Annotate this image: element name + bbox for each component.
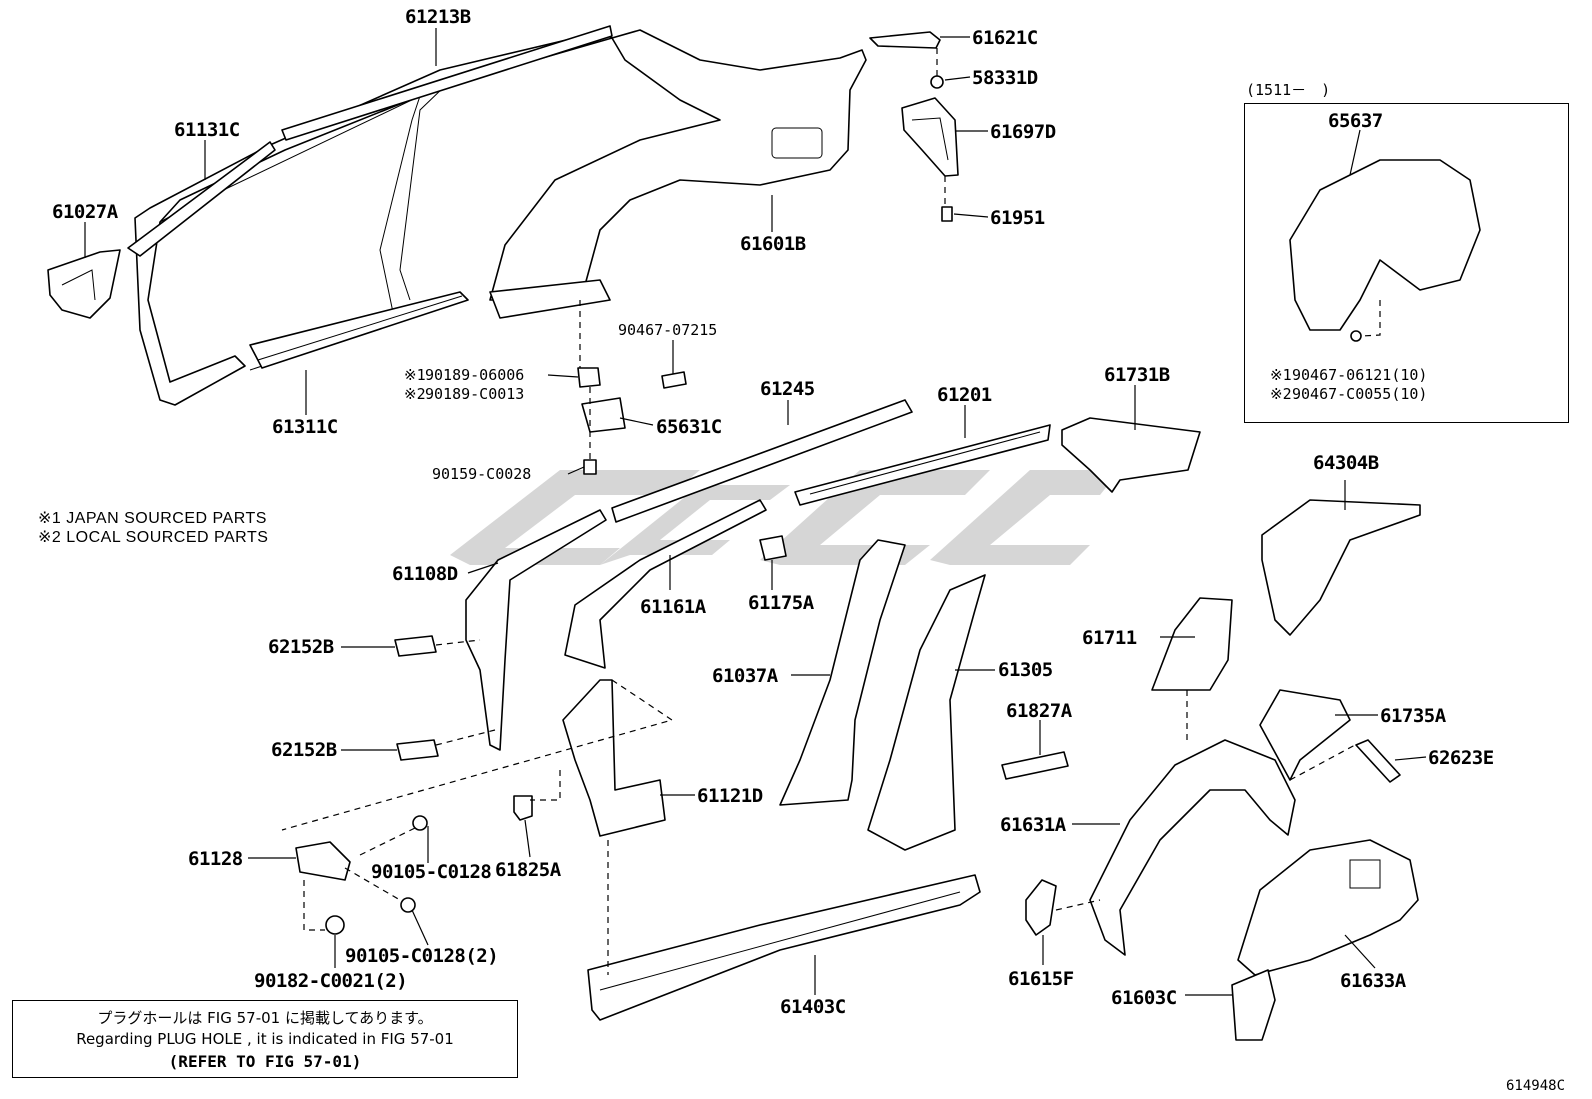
label-61121D: 61121D: [697, 785, 763, 807]
label-65631C: 65631C: [656, 416, 722, 438]
part-61245: [611, 399, 913, 523]
label-90189-06006: 90189-06006: [425, 366, 525, 384]
part-61603C: [1231, 969, 1276, 1041]
label-90467-C0055: 90467-C0055(10): [1292, 385, 1428, 403]
figure-id: 614948C: [1506, 1078, 1566, 1094]
label-61633A: 61633A: [1340, 970, 1406, 992]
leader-lines: [84, 28, 1427, 996]
part-90467-07215: [661, 371, 687, 389]
label-61311C: 61311C: [272, 416, 338, 438]
part-58331D: [930, 75, 944, 89]
part-65637: [1289, 159, 1481, 331]
part-90159-C0028: [583, 459, 597, 475]
label-90467-06121: 90467-06121(10): [1292, 366, 1428, 384]
part-62152B-upper: [394, 635, 437, 657]
label-61711: 61711: [1082, 627, 1137, 649]
part-61697D: [901, 97, 959, 177]
part-61825A: [513, 795, 533, 821]
part-90105-C0128-2: [400, 897, 416, 913]
plug-note-english: Regarding PLUG HOLE , it is indicated in…: [76, 1030, 454, 1048]
part-64304B: [1261, 499, 1421, 636]
label-62152B-lower: 62152B: [271, 739, 337, 761]
part-62152B-lower: [396, 739, 439, 761]
label-61697D: 61697D: [990, 121, 1056, 143]
label-61131C: 61131C: [174, 119, 240, 141]
plug-hole-note: プラグホールは FIG 57-01 に掲載してあります。 Regarding P…: [12, 1000, 518, 1078]
label-90182-C0021-2: 90182-C0021(2): [254, 970, 408, 992]
inset-mark-1: ※1: [1270, 366, 1292, 384]
inset-mark-2: ※2: [1270, 385, 1292, 403]
label-61305: 61305: [998, 659, 1053, 681]
label-62152B-upper: 62152B: [268, 636, 334, 658]
part-61731B: [1061, 417, 1201, 493]
label-61201: 61201: [937, 384, 992, 406]
part-61827A: [1001, 751, 1069, 780]
label-61037A: 61037A: [712, 665, 778, 687]
part-61621C: [869, 31, 941, 49]
label-61175A: 61175A: [748, 592, 814, 614]
mark-2: ※2: [404, 385, 426, 403]
label-61108D: 61108D: [392, 563, 458, 585]
part-61403C: [587, 874, 981, 1021]
inset-panel: [1244, 103, 1569, 423]
label-61951: 61951: [990, 207, 1045, 229]
legend-local-sourced: ※2 LOCAL SOURCED PARTS: [38, 529, 269, 546]
part-61161A: [564, 499, 767, 669]
part-61631A: [1089, 739, 1296, 956]
label-61825A: 61825A: [495, 859, 561, 881]
label-61128: 61128: [188, 848, 243, 870]
label-61631A: 61631A: [1000, 814, 1066, 836]
label-58331D: 58331D: [972, 67, 1038, 89]
part-90105-C0128: [412, 815, 428, 831]
part-61175A: [759, 535, 787, 561]
label-61403C: 61403C: [780, 996, 846, 1018]
part-61615F: [1025, 879, 1057, 936]
part-61633A: [1237, 839, 1419, 976]
watermark-logo: [450, 470, 1120, 565]
plug-note-japanese: プラグホールは FIG 57-01 に掲載してあります。: [97, 1009, 433, 1027]
part-61037A: [779, 539, 906, 806]
part-61128: [295, 841, 351, 881]
part-65631C: [581, 397, 626, 433]
legend-japan-sourced: ※1 JAPAN SOURCED PARTS: [38, 510, 267, 527]
label-61027A: 61027A: [52, 201, 118, 223]
part-90467-06121: [1350, 330, 1362, 342]
part-61711: [1151, 597, 1233, 691]
label-61213B: 61213B: [405, 6, 471, 28]
mark-1: ※1: [404, 366, 426, 384]
label-61735A: 61735A: [1380, 705, 1446, 727]
part-62623E: [1355, 739, 1401, 783]
label-61603C: 61603C: [1111, 987, 1177, 1009]
part-61121D: [562, 679, 666, 837]
label-61615F: 61615F: [1008, 968, 1074, 990]
part-61108D: [465, 509, 607, 751]
label-61161A: 61161A: [640, 596, 706, 618]
label-90467-07215: 90467-07215: [618, 321, 718, 339]
label-65637: 65637: [1328, 110, 1383, 132]
label-64304B: 64304B: [1313, 452, 1379, 474]
body-side-outer-panel: [127, 25, 867, 406]
label-61621C: 61621C: [972, 27, 1038, 49]
inset-date-range: (1511－ ): [1246, 81, 1331, 99]
label-90105-C0128-2: 90105-C0128(2): [345, 945, 499, 967]
label-90159-C0028: 90159-C0028: [432, 465, 532, 483]
part-61027A: [47, 249, 121, 319]
part-90182-C0021: [325, 915, 345, 935]
label-90189-C0013: 90189-C0013: [425, 385, 525, 403]
label-61731B: 61731B: [1104, 364, 1170, 386]
plug-note-reference: (REFER TO FIG 57-01): [168, 1052, 362, 1071]
assembly-dashed-lines: [281, 48, 1381, 975]
label-61601B: 61601B: [740, 233, 806, 255]
label-62623E: 62623E: [1428, 747, 1494, 769]
part-61305: [867, 574, 986, 851]
label-61827A: 61827A: [1006, 700, 1072, 722]
part-61951: [941, 206, 953, 222]
label-90105-C0128: 90105-C0128: [371, 861, 492, 883]
part-61201: [794, 424, 1051, 506]
label-61245: 61245: [760, 378, 815, 400]
part-90189: [577, 367, 601, 388]
